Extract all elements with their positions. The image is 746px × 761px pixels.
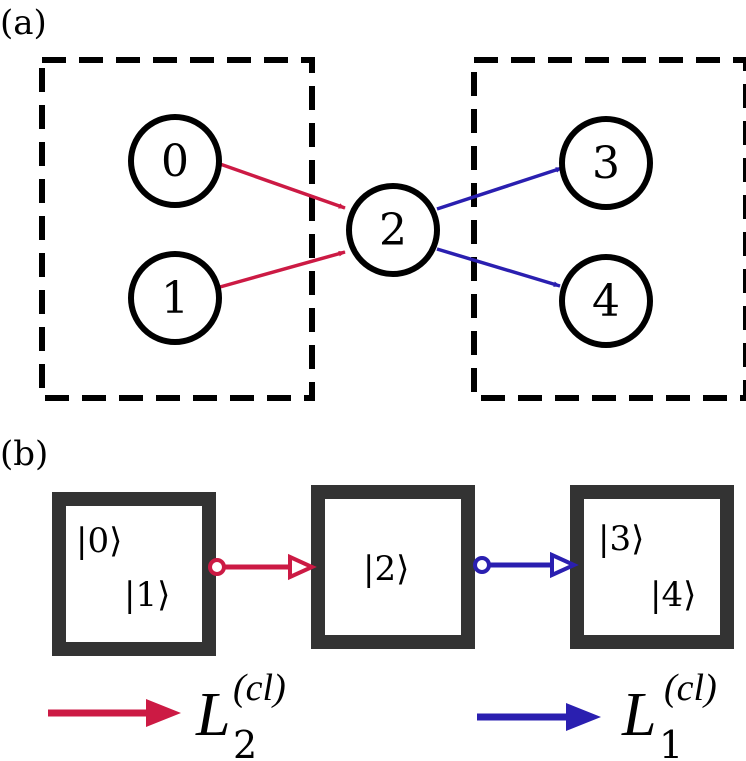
node-4: 4	[559, 254, 653, 348]
node-1-label: 1	[161, 273, 189, 324]
node-4-label: 4	[592, 276, 620, 327]
node-1: 1	[128, 251, 222, 345]
ket-3: |3⟩	[598, 519, 644, 559]
ket-1: |1⟩	[124, 575, 170, 615]
legend-red-subscript: 2	[233, 723, 257, 761]
legend-blue-superscript: (cl)	[664, 667, 717, 709]
legend-red-superscript: (cl)	[233, 667, 286, 709]
group-box-left	[39, 57, 315, 401]
node-0-label: 0	[161, 136, 189, 187]
group-box-right	[471, 57, 746, 401]
node-0: 0	[128, 114, 222, 208]
legend-blue-symbol: L	[621, 681, 656, 749]
state-box-right: |3⟩ |4⟩	[570, 485, 734, 649]
panel-a-label: (a)	[0, 3, 47, 43]
legend-red-symbol: L	[195, 681, 230, 749]
ket-2: |2⟩	[363, 549, 409, 589]
legend-red: L 2 (cl)	[48, 667, 286, 761]
edge-1-2	[219, 250, 346, 289]
node-3: 3	[559, 116, 653, 210]
state-box-middle: |2⟩	[311, 485, 475, 649]
legend-blue: L 1 (cl)	[477, 667, 717, 761]
edge-2-3	[436, 166, 563, 211]
ket-0: |0⟩	[76, 521, 122, 561]
state-box-left: |0⟩ |1⟩	[52, 492, 216, 656]
node-2-label: 2	[379, 205, 407, 256]
node-3-label: 3	[592, 138, 620, 189]
panel-b-label: (b)	[0, 434, 48, 474]
edge-0-2	[219, 162, 346, 210]
legend-blue-subscript: 1	[659, 723, 683, 761]
node-2: 2	[346, 183, 440, 277]
connector-blue	[473, 551, 579, 579]
connector-red	[208, 553, 317, 581]
edge-2-4	[436, 247, 561, 288]
ket-4: |4⟩	[650, 575, 696, 615]
